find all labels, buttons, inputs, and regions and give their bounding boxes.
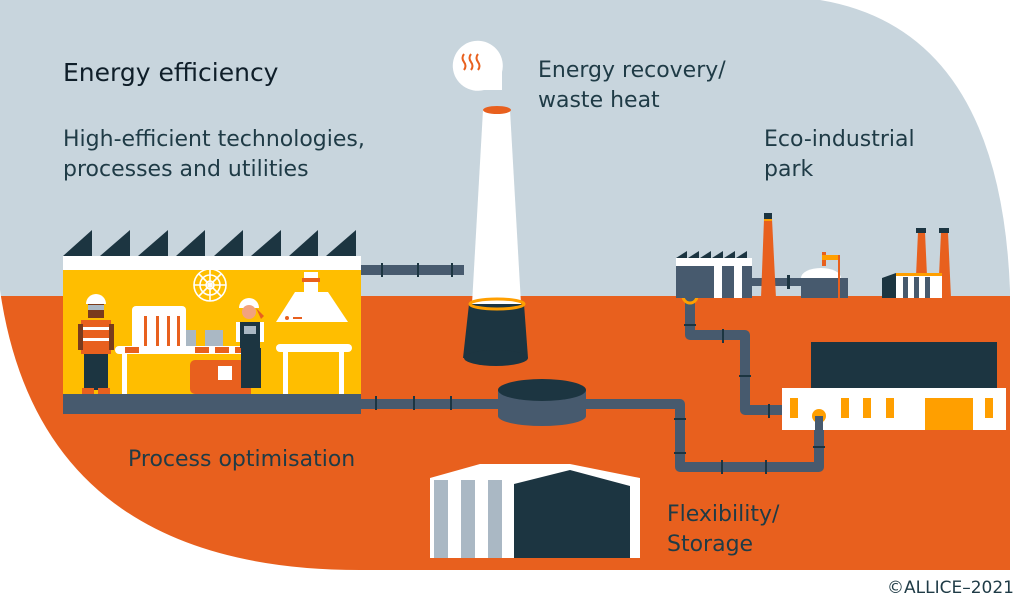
label-energy-recovery: Energy recovery/ waste heat — [538, 56, 726, 116]
label-technologies-line-2: processes and utilities — [63, 157, 309, 182]
heat-waves-icon — [452, 40, 503, 91]
label-technologies-line-1: High-efficient technologies, — [63, 127, 365, 152]
eco-industrial-park — [676, 213, 951, 298]
sawtooth-roof — [63, 230, 356, 256]
label-technologies: High-efficient technologies, processes a… — [63, 125, 365, 185]
label-flexibility-line-1: Flexibility/ — [667, 502, 780, 527]
worker-icon — [78, 294, 114, 394]
label-flexibility-storage: Flexibility/ Storage — [667, 500, 779, 560]
work-table — [276, 344, 352, 352]
pipe-icon — [361, 263, 464, 277]
label-eco-industrial-park: Eco-industrial park — [764, 125, 915, 185]
label-eco-line-2: park — [764, 157, 814, 182]
label-process-optimisation: Process optimisation — [128, 447, 356, 472]
fan-icon — [193, 268, 227, 302]
warehouse-icon — [430, 464, 640, 558]
label-flexibility-line-2: Storage — [667, 532, 754, 557]
industrial-building — [782, 342, 1006, 436]
label-energy-recovery-line-1: Energy recovery/ — [538, 58, 726, 83]
copyright-notice: ©ALLICE–2021 — [887, 578, 1014, 598]
label-eco-line-1: Eco-industrial — [764, 127, 915, 152]
page-title: Energy efficiency — [63, 58, 279, 87]
label-energy-recovery-line-2: waste heat — [538, 88, 660, 113]
worker-icon — [236, 298, 264, 394]
chimney-icon — [463, 106, 528, 366]
factory-building — [63, 230, 361, 414]
extractor-hood — [276, 272, 348, 322]
engine-box — [190, 360, 245, 394]
factory-floor — [63, 394, 361, 414]
storage-tank-icon — [498, 379, 586, 426]
